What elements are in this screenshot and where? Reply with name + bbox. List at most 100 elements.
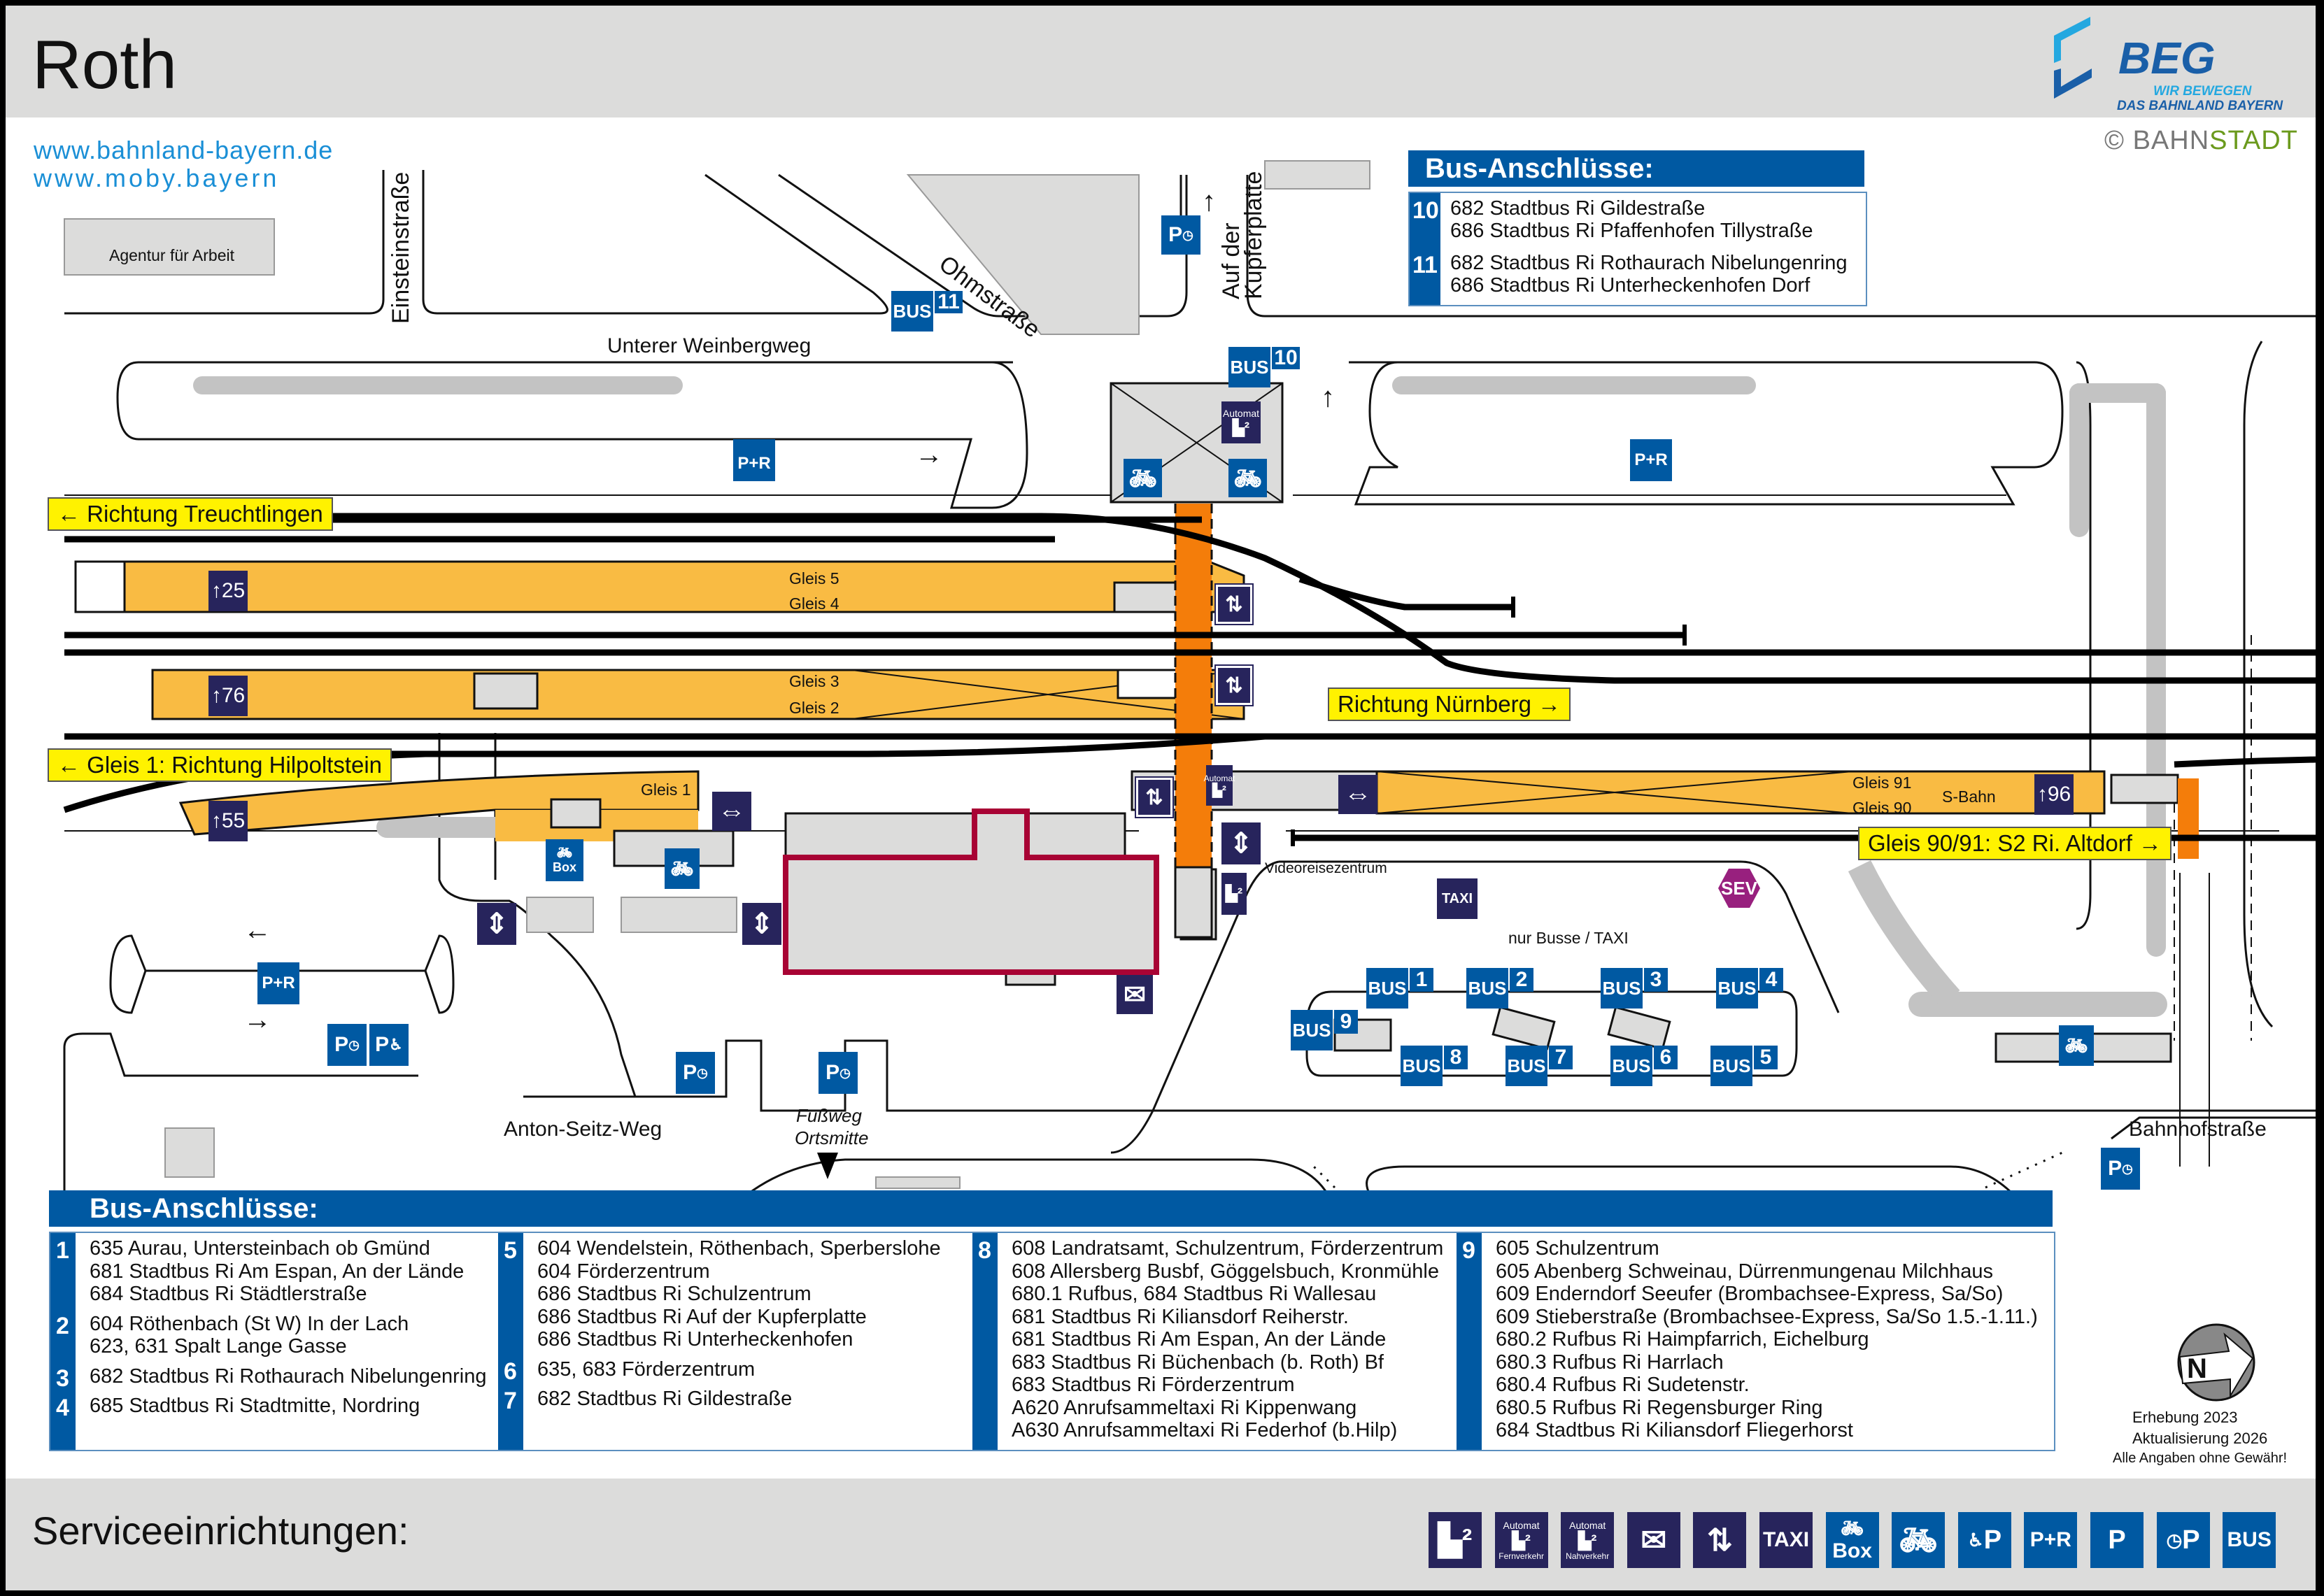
- platform-2-3: [151, 669, 1245, 720]
- bus-stop-number: 9: [1462, 1237, 1475, 1264]
- taxi-icon: TAXI: [1759, 1512, 1813, 1568]
- bus-stop-number: 3: [56, 1365, 69, 1392]
- bus-line: 605 Schulzentrum: [1496, 1237, 1659, 1260]
- bus-stop-icon: BUS: [891, 291, 933, 332]
- service-icon-label: P: [1983, 1525, 2002, 1555]
- station-building: [783, 808, 1159, 975]
- bus-stop-number: 6: [504, 1358, 517, 1385]
- platform-height-value: 96: [2047, 783, 2071, 806]
- street-kupferplatte: Kupferplatte: [1240, 171, 1267, 299]
- header-bar: [6, 6, 2316, 117]
- ramp-horizontal-icon: ⇔: [712, 792, 751, 831]
- building-agentur-label: Agentur für Arbeit: [109, 246, 234, 264]
- bus-line: 686 Stadtbus Ri Unterheckenhofen: [537, 1328, 853, 1351]
- street-outline: [1110, 860, 1280, 1154]
- ramp-vertical-icon: ⇕: [1221, 822, 1261, 864]
- link-moby[interactable]: www.moby.bayern: [34, 164, 280, 192]
- bus-stop-number: 5: [1754, 1046, 1778, 1069]
- bus-line: 604 Wendelstein, Röthenbach, Sperbersloh…: [537, 1237, 941, 1260]
- service-facilities-title: Serviceeinrichtungen:: [32, 1509, 409, 1553]
- underpass-exit: [1131, 770, 1378, 811]
- elevator-icon: ⇅: [1214, 664, 1254, 706]
- bus-line: 635, 683 Förderzentrum: [537, 1358, 756, 1381]
- street-bahnhofstrasse: Bahnhofstraße: [2129, 1118, 2267, 1141]
- bus-line: 680.5 Rufbus Ri Regensburger Ring: [1496, 1396, 1823, 1419]
- direction-altdorf: Gleis 90/91: S2 Ri. Altdorf →: [1858, 827, 2172, 860]
- bus-line: 608 Allersberg Busbf, Göggelsbuch, Kronm…: [1012, 1260, 1439, 1283]
- service-icon-label: P: [2108, 1525, 2126, 1555]
- bus-stop-icon: BUS: [1505, 1046, 1547, 1086]
- bus-stop-number: 8: [978, 1237, 991, 1264]
- parking-icon: P: [2090, 1512, 2144, 1568]
- bus-stop-number: 2: [56, 1312, 69, 1339]
- bus-line: 682 Stadtbus Ri Rothaurach Nibelungenrin…: [90, 1365, 487, 1388]
- arrow-up-icon: ↑: [2036, 783, 2048, 806]
- bus-line: 683 Stadtbus Ri Büchenbach (b. Roth) Bf: [1012, 1351, 1384, 1374]
- bike-parking-icon: 🚲︎: [665, 848, 700, 889]
- compass-north-arrow-icon: N: [2177, 1323, 2255, 1402]
- label-videoreisezentrum: Videoreisezentrum: [1265, 860, 1387, 876]
- platform-height-value: 76: [221, 684, 246, 707]
- label-fussweg: Fußweg: [796, 1105, 862, 1126]
- bus-line: 681 Stadtbus Ri Kiliansdorf Reiherstr.: [1012, 1305, 1349, 1328]
- bus-icon: BUS: [2223, 1512, 2276, 1568]
- elevator-icon: ⇅: [1214, 583, 1254, 625]
- parking-outline: [1349, 361, 2064, 506]
- platform-height-icon: ↑55: [208, 801, 248, 841]
- bus-line: 686 Stadtbus Ri Unterheckenhofen Dorf: [1450, 274, 1811, 297]
- street-outline: [63, 1032, 418, 1195]
- arrow-up-icon: ↑: [1321, 382, 1335, 413]
- bus-connections-top-title: Bus-Anschlüsse:: [1408, 150, 1864, 187]
- street-outline: [2111, 1116, 2316, 1140]
- bike-parking-icon: 🚲︎: [1892, 1512, 1946, 1568]
- platform-label-gleis3: Gleis 3: [789, 672, 839, 690]
- footpath: [1985, 1151, 2063, 1189]
- platform-label-sbahn: S-Bahn: [1942, 788, 1996, 806]
- bus-line: 604 Röthenbach (St W) In der Lach: [90, 1312, 409, 1335]
- link-bahnland[interactable]: www.bahnland-bayern.de: [34, 136, 334, 164]
- disabled-parking-icon: P♿︎: [369, 1024, 409, 1066]
- street-outline: [422, 170, 888, 315]
- street-outline: [1279, 860, 1840, 1013]
- stairs-underpass: [1174, 866, 1213, 939]
- platform-height-value: 25: [221, 579, 246, 602]
- bus-stop-icon: BUS: [1466, 968, 1508, 1009]
- bus-stop-icon: BUS: [1601, 968, 1643, 1009]
- platform-height-value: 55: [221, 809, 246, 832]
- bus-line: 686 Stadtbus Ri Pfaffenhofen Tillystraße: [1450, 220, 1813, 242]
- ramp-vertical-icon: ⇕: [742, 903, 781, 945]
- bus-stop-number: 11: [935, 290, 963, 313]
- bus-line: 680.1 Rufbus, 684 Stadtbus Ri Wallesau: [1012, 1283, 1377, 1305]
- park-and-ride-icon: P+R: [733, 439, 775, 481]
- parking-outline: [116, 361, 1028, 509]
- station-annex: [784, 812, 1126, 860]
- park-and-ride-icon: P+R: [2024, 1512, 2078, 1568]
- service-icon-label: Automat: [1503, 1519, 1540, 1531]
- bus-line: 681 Stadtbus Ri Am Espan, An der Lände: [1012, 1328, 1387, 1351]
- shelter: [1607, 1006, 1671, 1050]
- bus-line: 685 Stadtbus Ri Stadtmitte, Nordring: [90, 1395, 420, 1417]
- bus-stop-number: 3: [1644, 968, 1668, 992]
- building-gray: [1264, 160, 1370, 190]
- taxi-icon: TAXI: [1437, 878, 1478, 919]
- stairs: [1117, 669, 1182, 699]
- arrow-up-icon: ↑: [211, 809, 222, 832]
- bus-stop-number: 6: [1654, 1046, 1678, 1069]
- arrow-right-icon: →: [915, 439, 943, 470]
- street-outline: [64, 170, 385, 315]
- station-map-poster: Roth BEG WIR BEWEGEN DAS BAHNLAND BAYERN…: [6, 6, 2316, 1590]
- short-term-parking-icon: P◷: [327, 1024, 367, 1066]
- arrow-left-icon: ←: [243, 915, 271, 946]
- bike-parking-icon: 🚲︎: [1228, 459, 1267, 497]
- service-icon-label: TAXI: [1762, 1528, 1810, 1551]
- bus-stop-number: 9: [1334, 1010, 1358, 1034]
- note-aktualisierung: Aktualisierung 2026: [2132, 1430, 2268, 1447]
- bike-box-label: Box: [552, 860, 576, 874]
- building-gray: [164, 1127, 215, 1178]
- bus-line: 608 Landratsamt, Schulzentrum, Förderzen…: [1012, 1237, 1444, 1260]
- bus-line: A630 Anrufsammeltaxi Ri Federhof (b.Hilp…: [1012, 1419, 1398, 1441]
- bus-line: 609 Stieberstraße (Brombachsee-Express, …: [1496, 1305, 2038, 1328]
- ticket-machine-icon: Automat▙²: [1204, 765, 1235, 806]
